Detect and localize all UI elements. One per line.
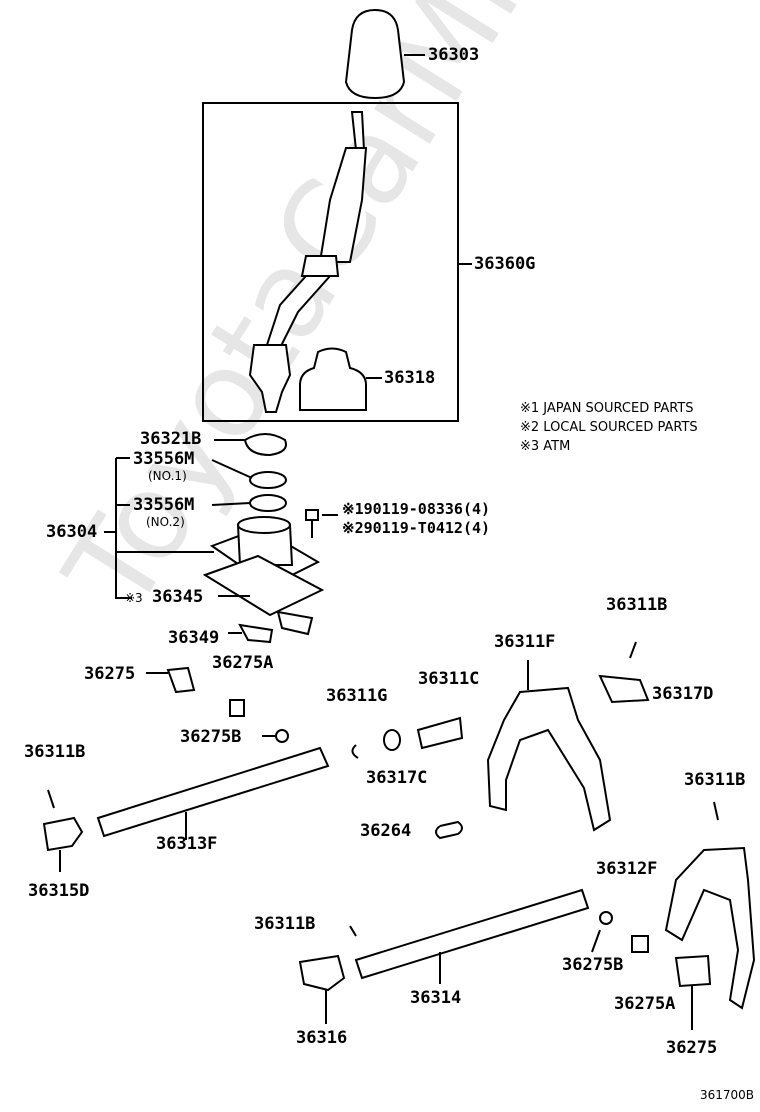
lever-boot (299, 347, 382, 411)
label-36303: 36303 (428, 45, 480, 65)
seat-ring-no2 (249, 494, 287, 512)
label-36317D: 36317D (652, 684, 714, 704)
label-36275B-left: 36275B (180, 727, 242, 747)
shift-lever (248, 111, 368, 413)
label-36314: 36314 (410, 988, 462, 1008)
label-bolt-local: ※290119-T0412(4) (342, 519, 491, 537)
spring-36275A-right (631, 935, 649, 953)
note-japan-sourced: ※1 JAPAN SOURCED PARTS (520, 401, 694, 416)
head-36317D (598, 674, 650, 704)
head-36315D (42, 816, 84, 852)
label-36264: 36264 (360, 821, 412, 841)
label-36313F: 36313F (156, 834, 218, 854)
label-36316: 36316 (296, 1028, 348, 1048)
fork-36312F (664, 846, 756, 1010)
label-36317C: 36317C (366, 768, 428, 788)
ball-36275B-right (599, 911, 613, 925)
note-local-sourced: ※2 LOCAL SOURCED PARTS (520, 420, 698, 435)
label-36275-right: 36275 (666, 1038, 718, 1058)
label-33556M-no2: 33556M (133, 495, 195, 515)
plug-36275 (166, 666, 196, 694)
spring-36275A (229, 699, 245, 717)
seat-ring-no1 (249, 471, 287, 489)
label-36275B-right: 36275B (562, 955, 624, 975)
fork-36311F (486, 686, 612, 832)
ring-36311G (351, 744, 359, 759)
label-atm-mark: ※3 (125, 591, 143, 605)
label-no2: (NO.2) (146, 515, 185, 529)
label-36311G: 36311G (326, 686, 388, 706)
label-36311F: 36311F (494, 632, 556, 652)
bolt (305, 509, 338, 538)
label-36311B-mid: 36311B (254, 914, 316, 934)
lever-assembly-box (202, 102, 459, 422)
label-36311B-left: 36311B (24, 742, 86, 762)
label-36318: 36318 (384, 368, 436, 388)
label-36275A-left: 36275A (212, 653, 274, 673)
label-36312F: 36312F (596, 859, 658, 879)
plug-36275-right (674, 954, 712, 988)
label-no1: (NO.1) (148, 469, 187, 483)
label-36349: 36349 (168, 628, 220, 648)
label-36360G: 36360G (474, 254, 536, 274)
label-36345: 36345 (152, 587, 204, 607)
label-36304: 36304 (46, 522, 98, 542)
shift-housing (202, 516, 325, 617)
shift-knob (344, 8, 425, 100)
spring-36311C (416, 716, 464, 750)
figure-reference: 361700B (700, 1088, 755, 1102)
pin-36264 (435, 820, 463, 840)
note-atm: ※3 ATM (520, 439, 571, 454)
snap-ring (244, 433, 287, 457)
label-36311B-top: 36311B (606, 595, 668, 615)
label-36275A-right: 36275A (614, 994, 676, 1014)
shaft-36313F (96, 746, 330, 838)
label-36315D: 36315D (28, 881, 90, 901)
label-36311B-right: 36311B (684, 770, 746, 790)
label-36275-left: 36275 (84, 664, 136, 684)
label-33556M-no1: 33556M (133, 449, 195, 469)
label-36321B: 36321B (140, 429, 202, 449)
ball-36275B (275, 729, 289, 743)
shaft-36314 (354, 888, 590, 980)
head-36316 (298, 954, 346, 992)
washer-36317C (383, 729, 401, 751)
spring-clips (238, 610, 314, 644)
label-36311C: 36311C (418, 669, 480, 689)
label-bolt-japan: ※190119-08336(4) (342, 500, 491, 518)
